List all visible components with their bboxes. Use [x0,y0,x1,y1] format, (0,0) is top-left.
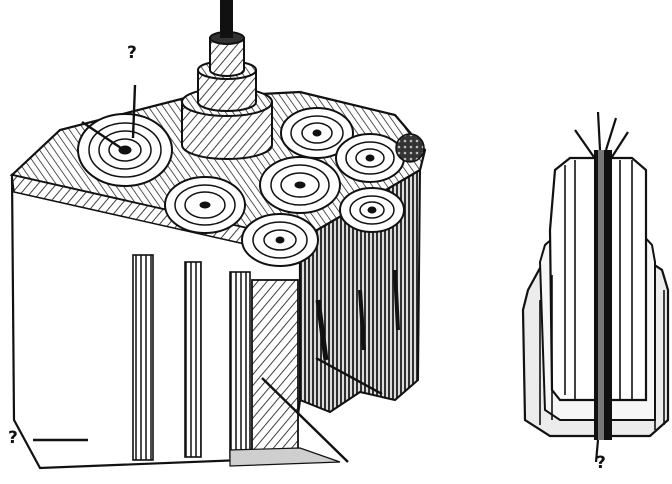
osteon [335,133,405,183]
osteons [77,107,425,267]
leader-cutaway [594,439,600,463]
osteon [241,213,319,267]
projecting-osteon [181,0,273,160]
label-bottom-right-question: ? [596,453,606,473]
bone-base [229,447,341,467]
leader-canal [81,121,125,151]
osteon-column [184,261,202,458]
side-canal [358,289,366,351]
osteon-column [229,271,251,459]
leader-top [131,84,137,139]
osteon [164,176,246,234]
leader-lines [33,84,383,463]
canal-vessels [574,111,629,161]
leader-side [315,356,383,396]
projecting-osteon-mid [197,69,257,112]
osteon-cutaway [521,111,670,463]
osteon-column-wide [251,279,299,459]
osteon [339,187,405,233]
projecting-osteon-base [181,101,273,160]
osteon [259,156,341,214]
side-canal [315,299,329,361]
osteon-edge [395,133,425,163]
label-bottom-left-question: ? [8,428,18,448]
osteon [77,113,173,187]
osteon [280,107,354,159]
side-canal [393,269,400,331]
osteon-column [132,254,154,461]
leader-bottom-right [261,377,349,463]
projecting-osteon-top [209,37,245,77]
label-top-question: ? [127,43,137,63]
blood-vessel [220,0,233,38]
